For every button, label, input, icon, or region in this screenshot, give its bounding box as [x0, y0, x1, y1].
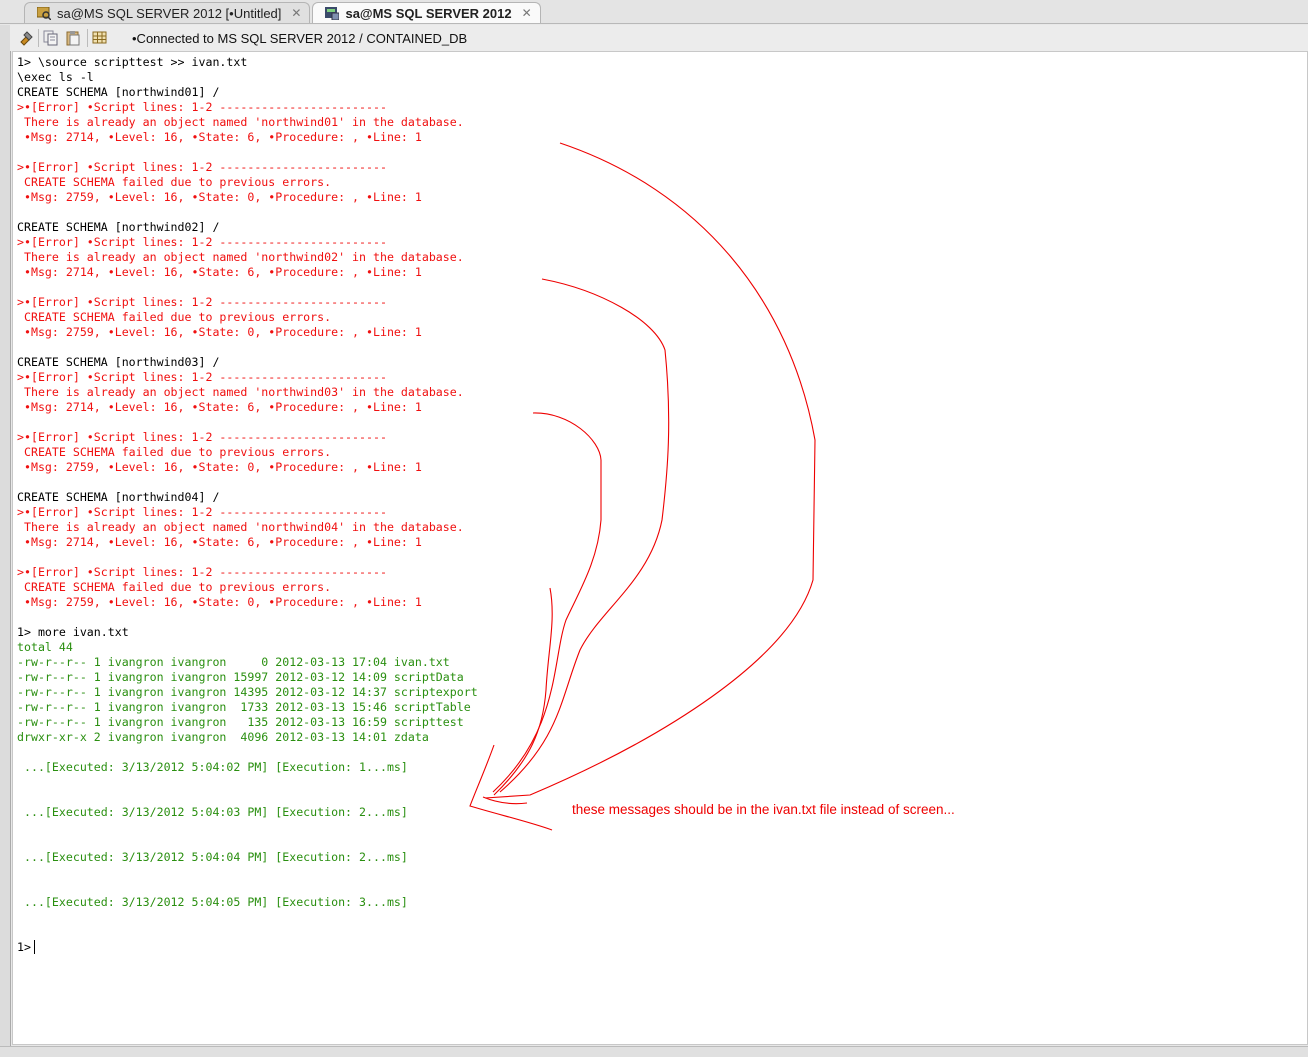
console-line: >•[Error] •Script lines: 1-2 -----------…: [17, 160, 387, 174]
left-panel-edge: [0, 25, 11, 1056]
console-blank-line: [17, 820, 478, 835]
console-line: -rw-r--r-- 1 ivangron ivangron 0 2012-03…: [17, 655, 450, 669]
paste-icon[interactable]: [65, 30, 81, 46]
annotation-note: these messages should be in the ivan.txt…: [572, 802, 955, 817]
console-line: CREATE SCHEMA failed due to previous err…: [17, 175, 332, 189]
console-line: There is already an object named 'northw…: [17, 250, 464, 264]
console-line: ...[Executed: 3/13/2012 5:04:02 PM] [Exe…: [17, 760, 408, 774]
console-line: >•[Error] •Script lines: 1-2 -----------…: [17, 100, 387, 114]
console-blank-line: [17, 880, 478, 895]
console-blank-line: [17, 910, 478, 925]
console-line: >•[Error] •Script lines: 1-2 -----------…: [17, 235, 387, 249]
status-bar: [0, 1046, 1308, 1057]
console-blank-line: [17, 775, 478, 790]
console-line: ...[Executed: 3/13/2012 5:04:04 PM] [Exe…: [17, 850, 408, 864]
console-line: •Msg: 2759, •Level: 16, •State: 0, •Proc…: [17, 460, 422, 474]
console-blank-line: [17, 610, 478, 625]
console-line: CREATE SCHEMA [northwind01] /: [17, 85, 220, 99]
console-blank-line: [17, 865, 478, 880]
console-line: •Msg: 2714, •Level: 16, •State: 6, •Proc…: [17, 265, 422, 279]
toolbar-separator: [87, 29, 88, 47]
console-line: •Msg: 2759, •Level: 16, •State: 0, •Proc…: [17, 190, 422, 204]
console-line: CREATE SCHEMA [northwind02] /: [17, 220, 220, 234]
console-output[interactable]: 1> \source scripttest >> ivan.txt\exec l…: [12, 51, 1308, 1045]
table-icon[interactable]: [92, 30, 108, 46]
console-line: -rw-r--r-- 1 ivangron ivangron 135 2012-…: [17, 715, 464, 729]
console-line: ...[Executed: 3/13/2012 5:04:05 PM] [Exe…: [17, 895, 408, 909]
toolbar: •Connected to MS SQL SERVER 2012 / CONTA…: [10, 25, 1308, 51]
tab-untitled[interactable]: sa@MS SQL SERVER 2012 [•Untitled] ✕: [24, 2, 311, 23]
console-blank-line: [17, 835, 478, 850]
tab-label: sa@MS SQL SERVER 2012: [345, 5, 512, 21]
tab-label: sa@MS SQL SERVER 2012 [•Untitled]: [57, 5, 282, 21]
console-line: 1> more ivan.txt: [17, 625, 129, 639]
console-prompt-line[interactable]: 1>: [17, 940, 478, 955]
console-line: >•[Error] •Script lines: 1-2 -----------…: [17, 565, 387, 579]
tab-bar: sa@MS SQL SERVER 2012 [•Untitled] ✕ sa@M…: [0, 0, 1308, 24]
console-line: ...[Executed: 3/13/2012 5:04:03 PM] [Exe…: [17, 805, 408, 819]
console-blank-line: [17, 340, 478, 355]
console-line: >•[Error] •Script lines: 1-2 -----------…: [17, 295, 387, 309]
close-icon[interactable]: ✕: [291, 5, 302, 20]
console-blank-line: [17, 205, 478, 220]
console-blank-line: [17, 790, 478, 805]
console-blank-line: [17, 475, 478, 490]
console-line: >•[Error] •Script lines: 1-2 -----------…: [17, 430, 387, 444]
tab-console[interactable]: sa@MS SQL SERVER 2012 ✕: [312, 2, 541, 23]
console-line: There is already an object named 'northw…: [17, 115, 464, 129]
console-blank-line: [17, 280, 478, 295]
console-lines: 1> \source scripttest >> ivan.txt\exec l…: [17, 55, 478, 955]
console-line: There is already an object named 'northw…: [17, 385, 464, 399]
console-icon: [325, 6, 340, 20]
toolbar-separator: [38, 29, 39, 47]
console-line: CREATE SCHEMA failed due to previous err…: [17, 445, 332, 459]
console-blank-line: [17, 925, 478, 940]
console-line: •Msg: 2759, •Level: 16, •State: 0, •Proc…: [17, 595, 422, 609]
console-prompt: 1>: [17, 940, 31, 954]
console-line: >•[Error] •Script lines: 1-2 -----------…: [17, 370, 387, 384]
console-line: \exec ls -l: [17, 70, 94, 84]
console-line: >•[Error] •Script lines: 1-2 -----------…: [17, 505, 387, 519]
console-line: •Msg: 2714, •Level: 16, •State: 6, •Proc…: [17, 400, 422, 414]
console-line: drwxr-xr-x 2 ivangron ivangron 4096 2012…: [17, 730, 429, 744]
console-line: -rw-r--r-- 1 ivangron ivangron 14395 201…: [17, 685, 478, 699]
console-line: CREATE SCHEMA [northwind04] /: [17, 490, 220, 504]
console-line: CREATE SCHEMA failed due to previous err…: [17, 580, 332, 594]
console-line: -rw-r--r-- 1 ivangron ivangron 15997 201…: [17, 670, 464, 684]
console-line: •Msg: 2714, •Level: 16, •State: 6, •Proc…: [17, 130, 422, 144]
console-line: CREATE SCHEMA [northwind03] /: [17, 355, 220, 369]
console-line: •Msg: 2714, •Level: 16, •State: 6, •Proc…: [17, 535, 422, 549]
console-blank-line: [17, 745, 478, 760]
connect-icon[interactable]: [18, 30, 34, 46]
console-line: 1> \source scripttest >> ivan.txt: [17, 55, 248, 69]
close-icon[interactable]: ✕: [521, 5, 532, 20]
console-blank-line: [17, 145, 478, 160]
console-line: There is already an object named 'northw…: [17, 520, 464, 534]
console-line: CREATE SCHEMA failed due to previous err…: [17, 310, 332, 324]
console-line: •Msg: 2759, •Level: 16, •State: 0, •Proc…: [17, 325, 422, 339]
copy-icon[interactable]: [43, 30, 59, 46]
text-cursor: [33, 940, 35, 954]
console-line: total 44: [17, 640, 73, 654]
connection-status: •Connected to MS SQL SERVER 2012 / CONTA…: [132, 31, 468, 46]
console-blank-line: [17, 550, 478, 565]
console-blank-line: [17, 415, 478, 430]
console-line: -rw-r--r-- 1 ivangron ivangron 1733 2012…: [17, 700, 471, 714]
sql-editor-icon: [37, 6, 51, 20]
